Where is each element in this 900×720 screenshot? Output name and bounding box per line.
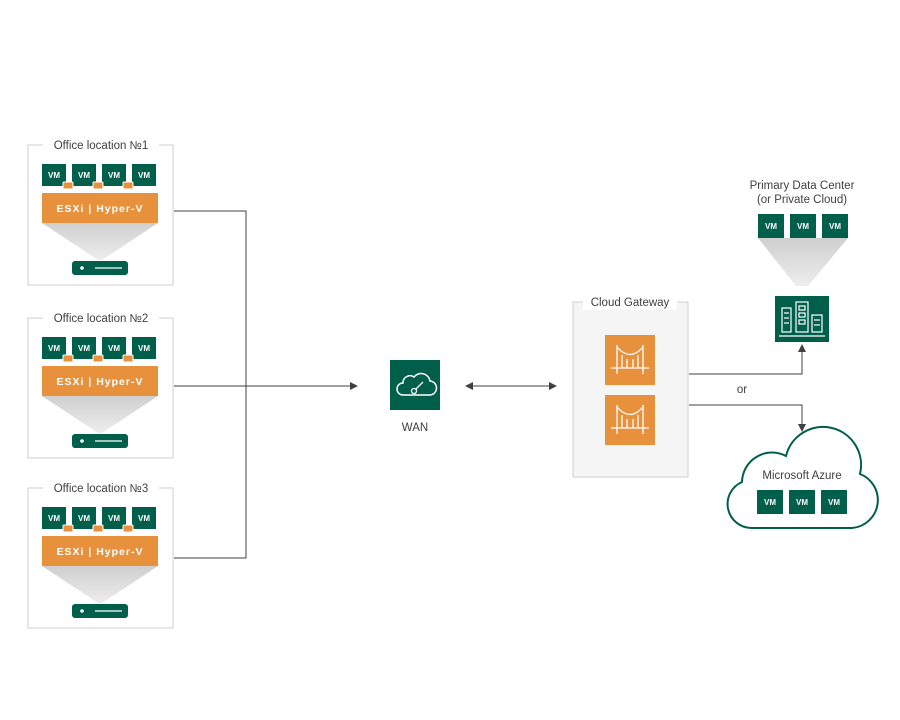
vm-row: VM VM VM	[757, 490, 847, 514]
vm-connector-icon	[62, 524, 134, 533]
datacenter-title: Primary Data Center	[750, 180, 855, 192]
hypervisor-label: ESXi | Hyper-V	[57, 203, 144, 215]
gateway-title: Cloud Gateway	[591, 297, 670, 309]
svg-text:VM: VM	[829, 222, 841, 231]
vm-row: VM VM VM VM	[42, 164, 156, 186]
vm-tile	[789, 490, 815, 514]
azure-title: Microsoft Azure	[762, 470, 841, 482]
svg-text:VM: VM	[138, 514, 150, 523]
server-icon	[72, 434, 128, 448]
vm-connector-icon	[62, 181, 134, 190]
vm-tile	[821, 490, 847, 514]
datacenter-subtitle: (or Private Cloud)	[757, 194, 847, 206]
office-1-link	[174, 210, 247, 386]
svg-text:VM: VM	[108, 514, 120, 523]
vm-tile	[758, 214, 784, 238]
office-connectors	[174, 210, 358, 559]
or-label: or	[737, 384, 747, 396]
hypervisor-bar	[42, 193, 158, 223]
vm-tile	[42, 164, 66, 186]
vm-tile	[72, 337, 96, 359]
office-3-link	[174, 386, 247, 559]
office-location-1: Office location №1 VM VM VM VM ESXi | Hy…	[27, 137, 174, 286]
vm-row: VM VM VM VM	[42, 337, 156, 359]
cloud-gateway: Cloud Gateway	[572, 294, 689, 478]
wan-node: WAN	[390, 360, 440, 434]
vm-tile	[42, 507, 66, 529]
server-icon	[72, 604, 128, 618]
funnel	[758, 238, 848, 286]
vm-tile	[757, 490, 783, 514]
vm-row: VM VM VM	[758, 214, 848, 238]
svg-text:VM: VM	[48, 344, 60, 353]
bridge-gateway-icon	[605, 395, 655, 445]
gateway-frame	[572, 301, 689, 478]
svg-text:VM: VM	[78, 344, 90, 353]
svg-text:VM: VM	[78, 514, 90, 523]
server-icon	[72, 261, 128, 275]
svg-text:VM: VM	[48, 514, 60, 523]
vm-tile	[790, 214, 816, 238]
vm-row: VM VM VM VM	[42, 507, 156, 529]
office-location-3: Office location №3 VM VM VM VM ESXi | Hy…	[27, 480, 174, 629]
vm-tile	[72, 507, 96, 529]
hypervisor-bar	[42, 536, 158, 566]
office-title: Office location №3	[54, 483, 149, 495]
hypervisor-label: ESXi | Hyper-V	[57, 376, 144, 388]
office-location-2: Office location №2 VM VM VM VM ESXi | Hy…	[27, 310, 174, 459]
funnel	[42, 223, 158, 260]
vm-tile	[102, 507, 126, 529]
vm-tile	[102, 164, 126, 186]
svg-text:VM: VM	[765, 222, 777, 231]
gateway-to-datacenter-arrow	[689, 344, 806, 375]
vm-tile	[132, 337, 156, 359]
office-title: Office location №1	[54, 140, 149, 152]
svg-text:VM: VM	[108, 344, 120, 353]
hypervisor-label: ESXi | Hyper-V	[57, 546, 144, 558]
cloud-network-icon	[390, 360, 440, 410]
svg-text:VM: VM	[108, 171, 120, 180]
office-title: Office location №2	[54, 313, 149, 325]
vm-tile	[72, 164, 96, 186]
hypervisor-bar	[42, 366, 158, 396]
building-icon	[775, 296, 829, 342]
svg-text:VM: VM	[138, 171, 150, 180]
vm-connector-icon	[62, 354, 134, 363]
bridge-gateway-icon	[605, 335, 655, 385]
vm-tile	[132, 164, 156, 186]
gateway-to-azure-arrow	[689, 404, 806, 432]
svg-text:VM: VM	[138, 344, 150, 353]
vm-tile	[822, 214, 848, 238]
vm-tile	[102, 337, 126, 359]
svg-text:VM: VM	[796, 498, 808, 507]
svg-text:VM: VM	[78, 171, 90, 180]
wan-label: WAN	[402, 422, 428, 434]
vm-tile	[42, 337, 66, 359]
svg-text:VM: VM	[797, 222, 809, 231]
svg-text:VM: VM	[764, 498, 776, 507]
gateway-destination-links	[689, 344, 806, 432]
funnel	[42, 566, 158, 603]
svg-text:VM: VM	[828, 498, 840, 507]
funnel	[42, 396, 158, 433]
vm-tile	[132, 507, 156, 529]
primary-data-center: Primary Data Center (or Private Cloud) V…	[750, 180, 855, 342]
svg-text:VM: VM	[48, 171, 60, 180]
microsoft-azure: Microsoft Azure VM VM VM	[726, 425, 879, 530]
